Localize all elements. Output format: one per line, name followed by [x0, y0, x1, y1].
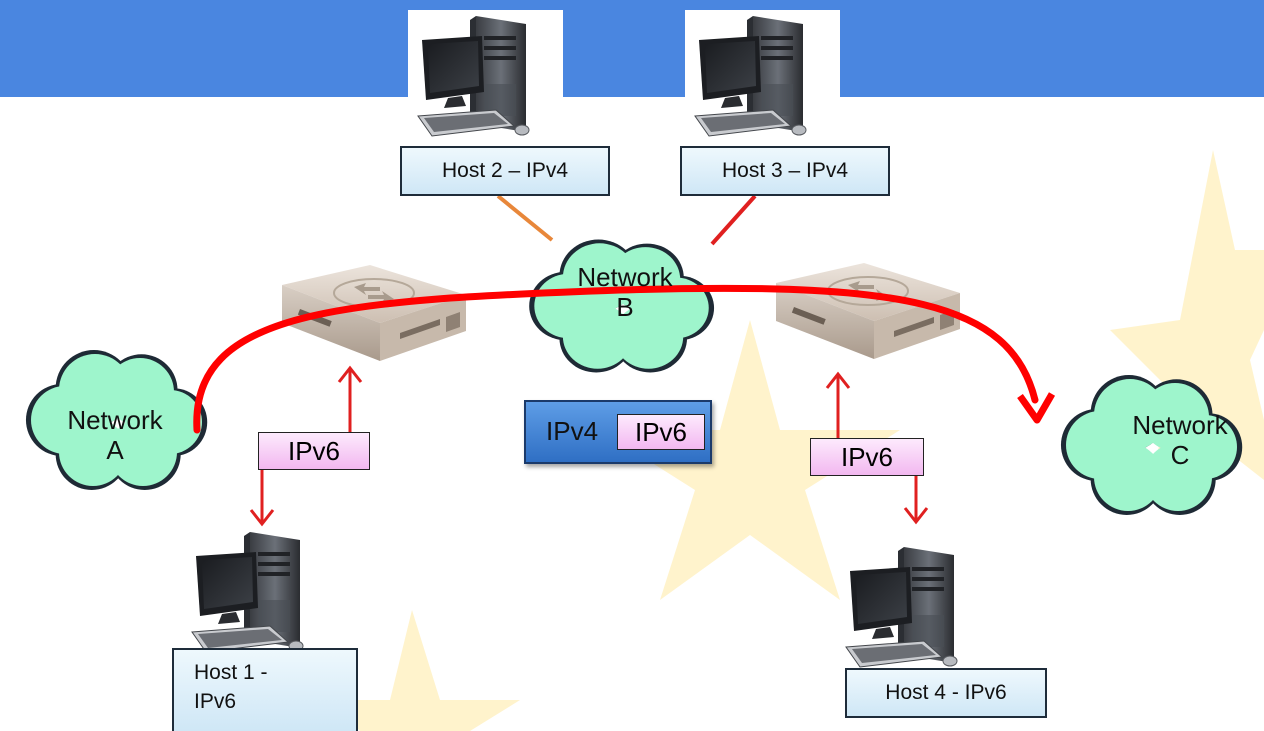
host1-computer-icon [191, 531, 304, 653]
ipv6-inner-packet: IPv6 [617, 414, 705, 450]
ipv6-packet-right: IPv6 [810, 438, 924, 476]
tunnel-arrowhead [1017, 392, 1056, 424]
ipv4-tunnel-packet: IPv4 IPv6 [524, 400, 712, 464]
tunnel-path-arrow [193, 284, 1039, 434]
host4-label: Host 4 - IPv6 [845, 668, 1047, 718]
link-host2-network-b [496, 194, 554, 242]
network-b-label: Network B [577, 262, 673, 322]
host3-label: Host 3 – IPv4 [680, 146, 890, 196]
host4-computer-icon [845, 546, 958, 668]
arrow-up-left-router [337, 365, 363, 432]
ipv6-packet-left: IPv6 [258, 432, 370, 470]
header-band [0, 0, 1264, 97]
network-c-label: Network C [1132, 410, 1228, 470]
background-star [1110, 150, 1264, 490]
network-a-label: Network A [67, 405, 163, 465]
link-host3-network-b [710, 194, 757, 246]
host1-label: Host 1 - IPv6 [172, 648, 358, 731]
ipv4-header-label: IPv4 [546, 416, 599, 446]
background-star [600, 320, 900, 600]
arrow-down-host1 [249, 468, 275, 527]
router-right-icon [775, 262, 961, 360]
background-star [330, 610, 520, 731]
arrow-up-right-router [825, 371, 851, 438]
arrow-down-host4 [903, 474, 929, 525]
host2-label: Host 2 – IPv4 [400, 146, 610, 196]
